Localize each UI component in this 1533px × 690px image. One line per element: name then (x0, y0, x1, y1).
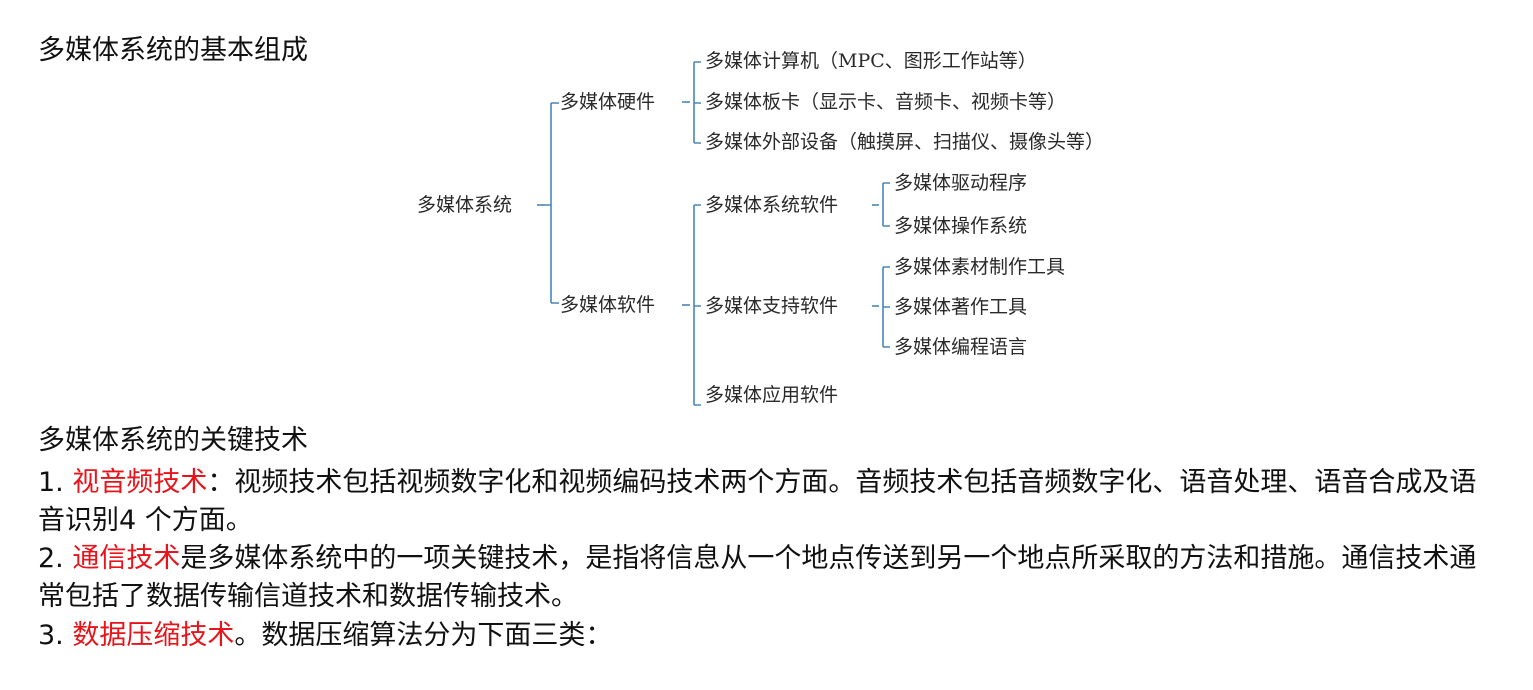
multimedia-system-tree-diagram: 多媒体系统 多媒体硬件 多媒体计算机（MPC、图形工作站等） 多媒体板卡（显示卡… (417, 50, 1105, 406)
node-system-software: 多媒体系统软件 (705, 194, 839, 216)
node-os: 多媒体操作系统 (894, 215, 1028, 237)
node-software: 多媒体软件 (560, 294, 656, 316)
node-hardware-cards: 多媒体板卡（显示卡、音频卡、视频卡等） (705, 91, 1067, 113)
node-hardware-computer: 多媒体计算机（MPC、图形工作站等） (705, 50, 1037, 72)
node-hardware-peripherals: 多媒体外部设备（触摸屏、扫描仪、摄像头等） (705, 131, 1105, 153)
node-hardware: 多媒体硬件 (560, 91, 656, 113)
node-root: 多媒体系统 (417, 194, 513, 216)
paragraph-number: 2. (38, 543, 73, 574)
paragraph-text: 。数据压缩算法分为下面三类： (234, 620, 613, 651)
bracket-system-software-ticks (883, 182, 890, 227)
node-driver: 多媒体驱动程序 (894, 172, 1028, 194)
paragraph-compression-tech: 3. 数据压缩技术。数据压缩算法分为下面三类： (38, 617, 1498, 655)
paragraph-text: 是多媒体系统中的一项关键技术，是指将信息从一个地点传送到另一个地点所采取的方法和… (38, 543, 1477, 612)
term-communication-tech: 通信技术 (72, 543, 181, 574)
section-heading-key-technologies: 多媒体系统的关键技术 (38, 425, 308, 456)
paragraph-number: 3. (38, 620, 73, 651)
bracket-software-ticks (694, 204, 701, 406)
section-heading-composition: 多媒体系统的基本组成 (38, 35, 308, 66)
paragraph-number: 1. (38, 467, 73, 498)
node-authoring-tools: 多媒体著作工具 (894, 296, 1028, 318)
node-programming-languages: 多媒体编程语言 (894, 336, 1028, 358)
term-av-tech: 视音频技术 (72, 467, 208, 498)
bracket-hardware-ticks (694, 61, 701, 144)
bracket-root (545, 103, 552, 303)
paragraph-communication-tech: 2. 通信技术是多媒体系统中的一项关键技术，是指将信息从一个地点传送到另一个地点… (38, 540, 1498, 616)
paragraph-av-tech: 1. 视音频技术：视频技术包括视频数字化和视频编码技术两个方面。音频技术包括音频… (38, 464, 1498, 540)
node-material-tools: 多媒体素材制作工具 (894, 256, 1066, 278)
bracket-support-software-ticks (883, 266, 890, 348)
tree-connector-lines (537, 61, 890, 406)
paragraph-text: ：视频技术包括视频数字化和视频编码技术两个方面。音频技术包括音频数字化、语音处理… (38, 467, 1477, 536)
node-application-software: 多媒体应用软件 (705, 384, 839, 406)
term-compression-tech: 数据压缩技术 (72, 620, 235, 651)
node-support-software: 多媒体支持软件 (705, 295, 839, 317)
bracket-root-ticks (551, 102, 559, 304)
